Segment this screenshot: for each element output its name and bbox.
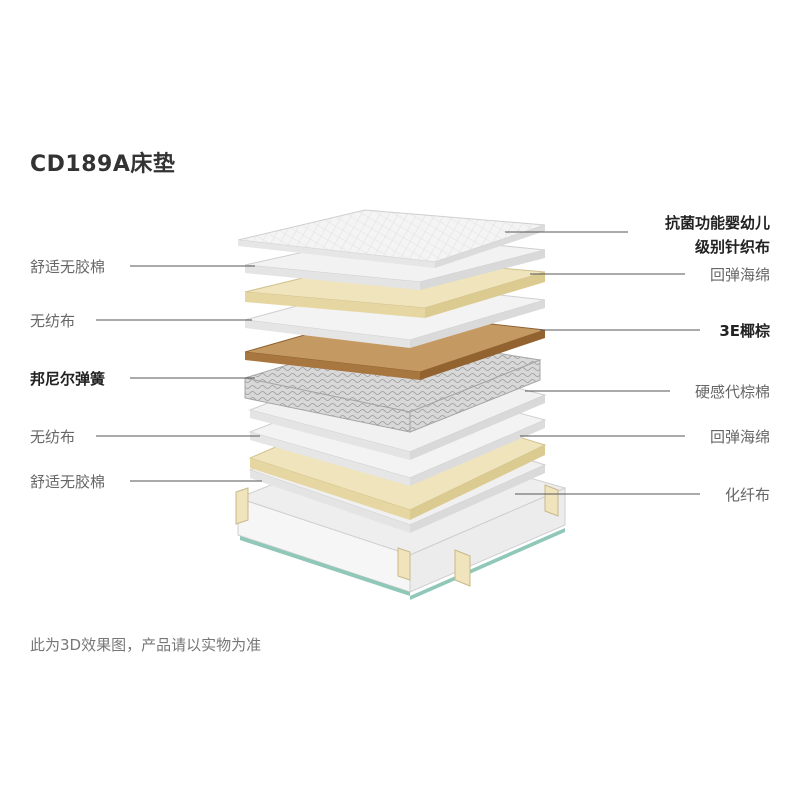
- label-comfort-foam-bottom: 舒适无胶棉: [30, 471, 105, 492]
- label-fiber-cloth: 化纤布: [725, 484, 770, 505]
- label-knitted-fabric-line1: 抗菌功能婴幼儿: [665, 212, 770, 233]
- label-nonwoven-bottom: 无纺布: [30, 426, 75, 447]
- label-resilient-sponge-top: 回弹海绵: [710, 264, 770, 285]
- label-resilient-sponge-bottom: 回弹海绵: [710, 426, 770, 447]
- label-hard-felt: 硬感代棕棉: [695, 381, 770, 402]
- label-nonwoven-top: 无纺布: [30, 310, 75, 331]
- label-comfort-foam-top: 舒适无胶棉: [30, 256, 105, 277]
- label-bonnell-spring: 邦尼尔弹簧: [30, 368, 105, 389]
- label-knitted-fabric-line2: 级别针织布: [695, 236, 770, 257]
- disclaimer-note: 此为3D效果图，产品请以实物为准: [30, 634, 261, 655]
- label-3e-coir: 3E椰棕: [719, 320, 770, 341]
